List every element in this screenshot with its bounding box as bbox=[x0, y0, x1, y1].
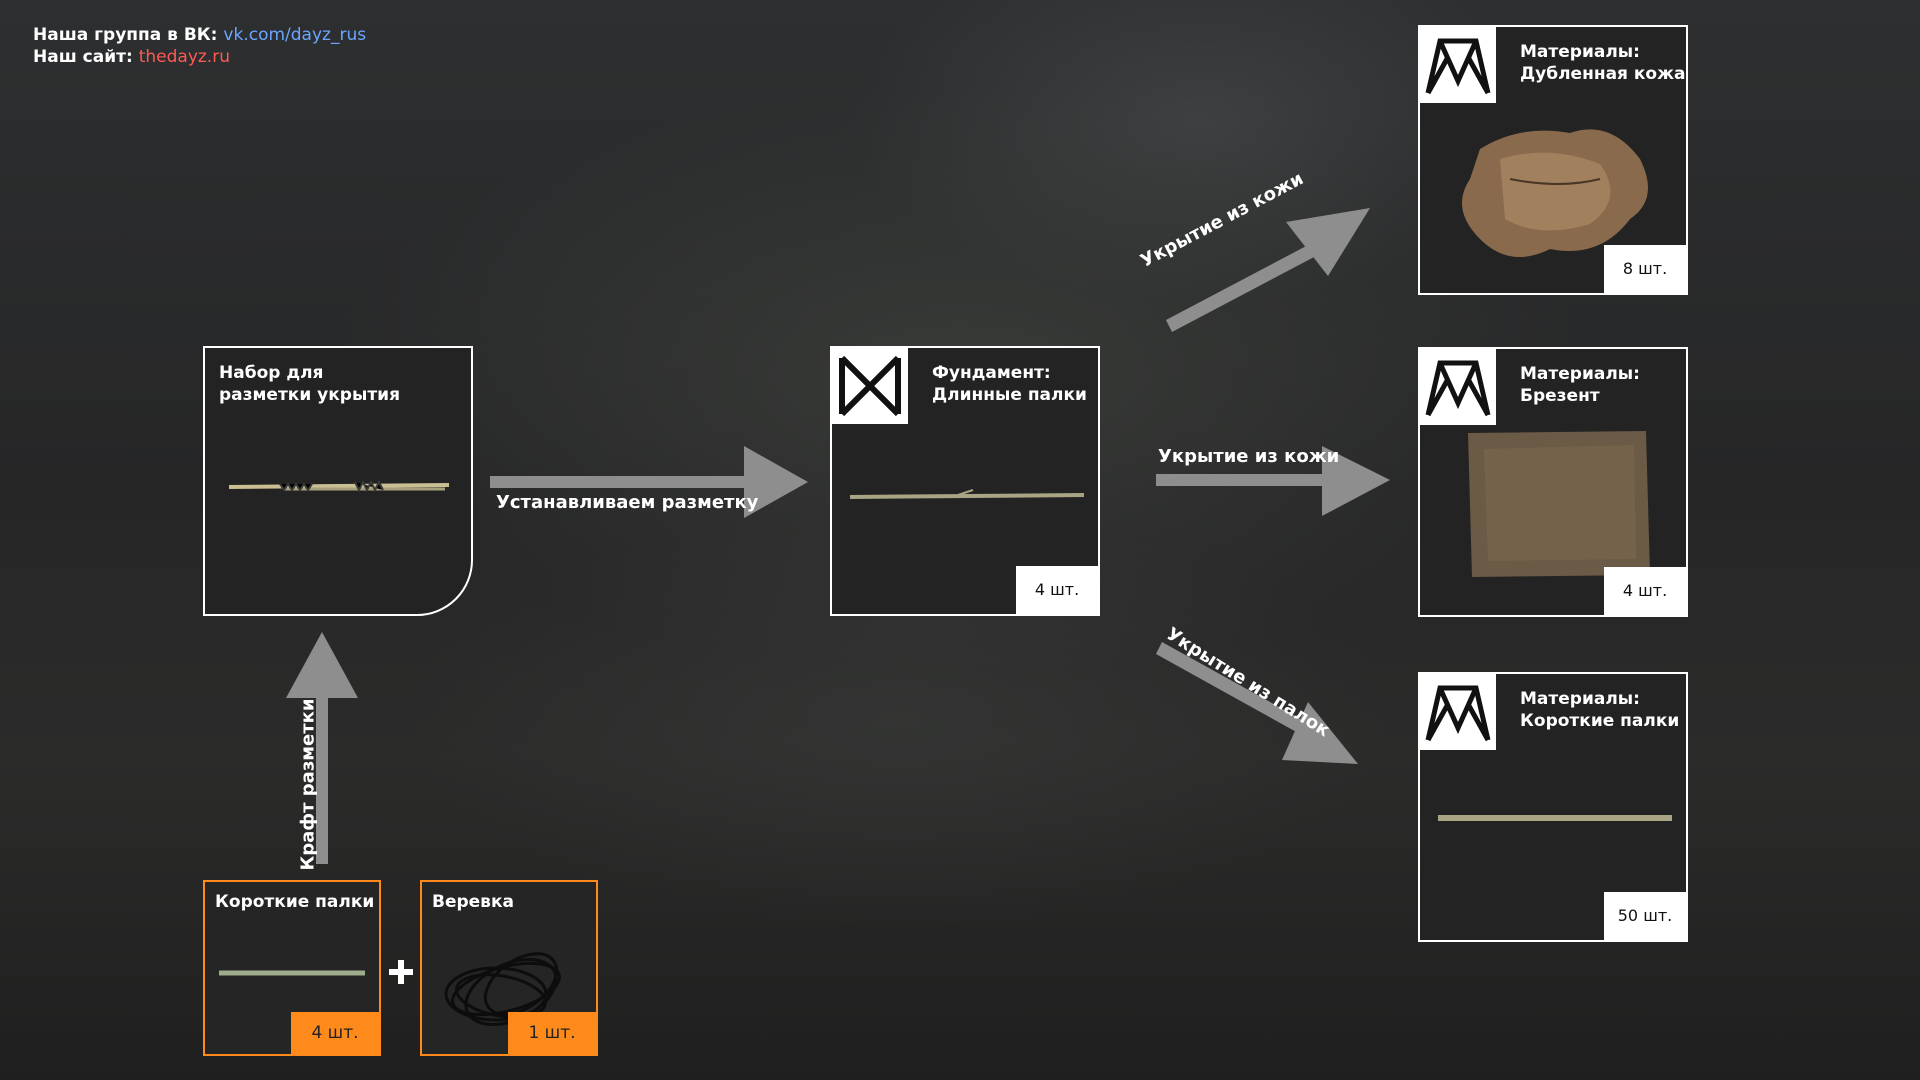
ingredient-qty: 1 шт. bbox=[508, 1012, 596, 1054]
foundation-qty: 4 шт. bbox=[1016, 566, 1098, 614]
leather-image bbox=[1462, 129, 1648, 257]
header: Наша группа в ВК: vk.com/dayz_rus Наш са… bbox=[33, 24, 366, 68]
label-install: Устанавливаем разметку bbox=[496, 492, 759, 513]
material-qty: 4 шт. bbox=[1604, 567, 1686, 615]
rope-image bbox=[444, 952, 561, 1026]
arrow-leather-mid bbox=[1156, 446, 1390, 516]
material-title: Материалы: Дубленная кожа bbox=[1520, 41, 1685, 85]
arrow-sticks-down bbox=[1156, 642, 1358, 764]
arrow-install bbox=[490, 446, 808, 518]
ingredient-rope[interactable]: Веревка 1 шт. bbox=[420, 880, 598, 1056]
ingredient-title: Веревка bbox=[432, 892, 514, 912]
material-icon bbox=[1420, 349, 1496, 425]
foundation-card[interactable]: Фундамент: Длинные палки 4 шт. bbox=[830, 346, 1100, 616]
material-title-line2: Брезент bbox=[1520, 386, 1600, 406]
kit-card[interactable]: Набор для разметки укрытия bbox=[203, 346, 473, 616]
tarp-image bbox=[1468, 431, 1650, 577]
material-qty: 50 шт. bbox=[1604, 892, 1686, 940]
material-title-line2: Дубленная кожа bbox=[1520, 64, 1686, 84]
ingredient-qty: 4 шт. bbox=[291, 1012, 379, 1054]
material-card-leather[interactable]: Материалы: Дубленная кожа 8 шт. bbox=[1418, 25, 1688, 295]
material-qty: 8 шт. bbox=[1604, 245, 1686, 293]
kit-image bbox=[228, 479, 450, 493]
material-title-line2: Короткие палки bbox=[1520, 711, 1680, 731]
ingredient-title: Короткие палки bbox=[215, 892, 375, 912]
short-sticks-image bbox=[1438, 815, 1672, 821]
material-icon bbox=[1420, 27, 1496, 103]
material-icon bbox=[1420, 674, 1496, 750]
kit-title: Набор для разметки укрытия bbox=[219, 362, 400, 406]
material-card-tarp[interactable]: Материалы: Брезент 4 шт. bbox=[1418, 347, 1688, 617]
kit-title-line1: Набор для bbox=[219, 363, 324, 383]
vk-link[interactable]: vk.com/dayz_rus bbox=[223, 25, 367, 45]
long-stick-image bbox=[849, 489, 1085, 499]
foundation-title: Фундамент: Длинные палки bbox=[932, 362, 1087, 406]
material-title-line1: Материалы: bbox=[1520, 42, 1640, 62]
kit-title-line2: разметки укрытия bbox=[219, 385, 401, 405]
plus-icon bbox=[389, 960, 413, 984]
label-craft: Крафт разметки bbox=[297, 698, 319, 871]
material-title: Материалы: Брезент bbox=[1520, 363, 1640, 407]
short-sticks-image bbox=[219, 970, 365, 976]
foundation-title-line1: Фундамент: bbox=[932, 363, 1051, 383]
arrow-leather-up bbox=[1166, 208, 1370, 332]
material-title-line1: Материалы: bbox=[1520, 689, 1640, 709]
vk-label: Наша группа в ВК: bbox=[33, 25, 218, 45]
arrow-craft bbox=[286, 632, 358, 864]
site-line: Наш сайт: thedayz.ru bbox=[33, 46, 366, 68]
ingredient-short-sticks[interactable]: Короткие палки 4 шт. bbox=[203, 880, 381, 1056]
foundation-title-line2: Длинные палки bbox=[932, 385, 1087, 405]
site-link[interactable]: thedayz.ru bbox=[138, 47, 230, 67]
material-card-sticks[interactable]: Материалы: Короткие палки 50 шт. bbox=[1418, 672, 1688, 942]
label-leather-mid: Укрытие из кожи bbox=[1158, 446, 1340, 467]
foundation-icon bbox=[832, 348, 908, 424]
site-label: Наш сайт: bbox=[33, 47, 133, 67]
material-title: Материалы: Короткие палки bbox=[1520, 688, 1679, 732]
material-title-line1: Материалы: bbox=[1520, 364, 1640, 384]
vk-line: Наша группа в ВК: vk.com/dayz_rus bbox=[33, 24, 366, 46]
